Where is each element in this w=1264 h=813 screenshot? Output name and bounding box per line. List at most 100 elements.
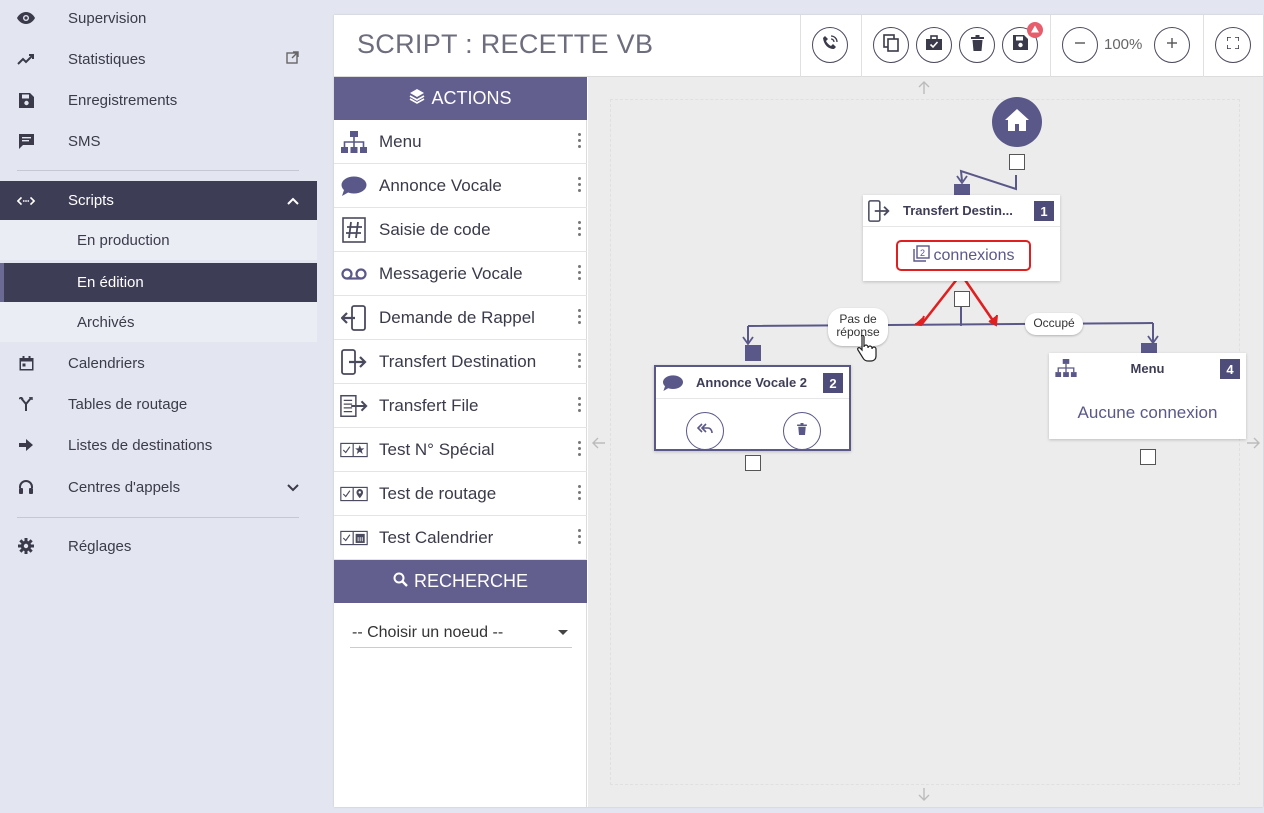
node-select[interactable]: -- Choisir un noeud -- bbox=[350, 618, 572, 648]
drag-handle-icon[interactable] bbox=[578, 133, 581, 150]
action-item-menu[interactable]: Menu bbox=[334, 120, 587, 164]
chevron-down-icon[interactable] bbox=[287, 480, 299, 495]
fullscreen-button[interactable] bbox=[1215, 27, 1251, 63]
external-link-icon[interactable] bbox=[286, 51, 299, 67]
zoom-in-button[interactable] bbox=[1154, 27, 1190, 63]
sidebar-item-enregistrements[interactable]: Enregistrements bbox=[0, 80, 317, 120]
output-anchor[interactable] bbox=[745, 455, 761, 471]
page-title: SCRIPT : RECETTE VB bbox=[357, 29, 654, 59]
action-item-label: Menu bbox=[379, 131, 422, 151]
sidebar-item-supervision[interactable]: Supervision bbox=[0, 0, 317, 38]
sidebar-item-tables-de-routage[interactable]: Tables de routage bbox=[0, 384, 317, 424]
node-header: Annonce Vocale 2 2 bbox=[656, 367, 849, 399]
sidebar-item-scripts[interactable]: Scripts bbox=[0, 181, 317, 220]
scroll-up-icon[interactable] bbox=[918, 81, 930, 100]
speech-bubble-icon bbox=[662, 375, 684, 394]
code-arrows-icon bbox=[17, 192, 35, 210]
action-item-test-calendrier[interactable]: Test Calendrier bbox=[334, 516, 587, 560]
test-special-icon bbox=[340, 436, 368, 464]
node-delete-button[interactable] bbox=[783, 412, 821, 450]
sidebar-item-label: Scripts bbox=[68, 192, 114, 209]
output-anchor[interactable] bbox=[1009, 154, 1025, 170]
zoom-out-button[interactable] bbox=[1062, 27, 1098, 63]
drag-handle-icon[interactable] bbox=[578, 221, 581, 238]
connexions-button[interactable]: 2 connexions bbox=[896, 240, 1031, 271]
scroll-left-icon[interactable] bbox=[592, 436, 606, 454]
sidebar-item-label: Centres d'appels bbox=[68, 478, 181, 496]
node-number: 1 bbox=[1034, 201, 1054, 221]
action-item-annonce-vocale[interactable]: Annonce Vocale bbox=[334, 164, 587, 208]
drag-handle-icon[interactable] bbox=[578, 309, 581, 326]
copy-button[interactable] bbox=[873, 27, 909, 63]
flow-node-menu[interactable]: Menu 4 Aucune connexion bbox=[1049, 353, 1246, 439]
action-item-test-de-routage[interactable]: Test de routage bbox=[334, 472, 587, 516]
sidebar-subitem-archives[interactable]: Archivés bbox=[0, 302, 317, 342]
flow-node-annonce-vocale-2[interactable]: Annonce Vocale 2 2 bbox=[654, 365, 851, 451]
routing-fork-icon bbox=[17, 395, 35, 413]
action-item-label: Saisie de code bbox=[379, 219, 491, 239]
delete-script-button[interactable] bbox=[959, 27, 995, 63]
input-anchor[interactable] bbox=[745, 345, 761, 361]
sidebar-item-label: Enregistrements bbox=[68, 91, 178, 109]
transfer-file-icon bbox=[340, 392, 368, 420]
sidebar-item-reglages[interactable]: Réglages bbox=[0, 526, 317, 566]
action-item-demande-de-rappel[interactable]: Demande de Rappel bbox=[334, 296, 587, 340]
sidebar-subitem-en-edition[interactable]: En édition bbox=[0, 263, 317, 302]
action-item-transfert-destination[interactable]: Transfert Destination bbox=[334, 340, 587, 384]
edge-label-line: Pas de bbox=[839, 312, 877, 326]
divider bbox=[17, 517, 299, 518]
sidebar-item-centres-appels[interactable]: Centres d'appels bbox=[0, 467, 317, 507]
node-connect-button[interactable] bbox=[686, 412, 724, 450]
sidebar-subitem-label: En édition bbox=[77, 274, 144, 291]
action-item-test-special[interactable]: Test N° Spécial bbox=[334, 428, 587, 472]
drag-handle-icon[interactable] bbox=[578, 441, 581, 458]
save-icon bbox=[17, 91, 35, 109]
sidebar: Supervision Statistiques Enregistrements… bbox=[0, 0, 317, 813]
sidebar-subitem-en-production[interactable]: En production bbox=[0, 220, 317, 260]
chevron-up-icon[interactable] bbox=[287, 193, 299, 208]
sidebar-item-sms[interactable]: SMS bbox=[0, 121, 317, 161]
sidebar-item-listes-de-destinations[interactable]: Listes de destinations bbox=[0, 425, 317, 465]
drag-handle-icon[interactable] bbox=[578, 265, 581, 282]
actions-header-label: ACTIONS bbox=[431, 88, 512, 108]
output-anchor[interactable] bbox=[954, 291, 970, 307]
flow-node-transfert-destination[interactable]: Transfert Destin... 1 2 connexions bbox=[863, 195, 1060, 281]
sidebar-item-label: Statistiques bbox=[68, 50, 146, 68]
drag-handle-icon[interactable] bbox=[578, 485, 581, 502]
drag-handle-icon[interactable] bbox=[578, 397, 581, 414]
sitemap-icon bbox=[340, 128, 368, 156]
divider bbox=[861, 15, 862, 77]
sidebar-item-label: Listes de destinations bbox=[68, 436, 213, 454]
sidebar-item-label: Supervision bbox=[68, 9, 147, 27]
divider bbox=[1050, 15, 1051, 77]
call-test-button[interactable] bbox=[812, 27, 848, 63]
sidebar-item-statistiques[interactable]: Statistiques bbox=[0, 39, 317, 79]
edge-label-occupe[interactable]: Occupé bbox=[1025, 313, 1083, 335]
flow-canvas[interactable]: Transfert Destin... 1 2 connexions Pas d… bbox=[588, 77, 1263, 807]
drag-handle-icon[interactable] bbox=[578, 177, 581, 194]
search-icon bbox=[393, 571, 408, 592]
output-anchor[interactable] bbox=[1140, 449, 1156, 465]
calendar-icon bbox=[17, 354, 35, 372]
scroll-down-icon[interactable] bbox=[918, 787, 930, 806]
action-item-transfert-file[interactable]: Transfert File bbox=[334, 384, 587, 428]
drag-handle-icon[interactable] bbox=[578, 353, 581, 370]
node-title: Menu bbox=[1130, 360, 1165, 376]
divider bbox=[17, 170, 299, 171]
sidebar-item-label: SMS bbox=[68, 132, 101, 150]
publish-button[interactable] bbox=[916, 27, 952, 63]
action-item-messagerie-vocale[interactable]: Messagerie Vocale bbox=[334, 252, 587, 296]
search-header: RECHERCHE bbox=[334, 560, 587, 603]
action-item-label: Test de routage bbox=[379, 483, 497, 503]
scroll-right-icon[interactable] bbox=[1246, 436, 1260, 454]
briefcase-check-icon bbox=[925, 34, 943, 56]
divider bbox=[1203, 15, 1204, 77]
sidebar-item-calendriers[interactable]: Calendriers bbox=[0, 343, 317, 383]
editor-toolbar: SCRIPT : RECETTE VB bbox=[334, 15, 1263, 77]
action-item-saisie-de-code[interactable]: Saisie de code bbox=[334, 208, 587, 252]
home-node[interactable] bbox=[992, 97, 1042, 147]
drag-handle-icon[interactable] bbox=[578, 529, 581, 546]
edge-label-pas-de-reponse[interactable]: Pas de réponse bbox=[828, 308, 888, 346]
node-connection-status: Aucune connexion bbox=[1077, 403, 1218, 422]
save-button[interactable] bbox=[1002, 27, 1038, 63]
